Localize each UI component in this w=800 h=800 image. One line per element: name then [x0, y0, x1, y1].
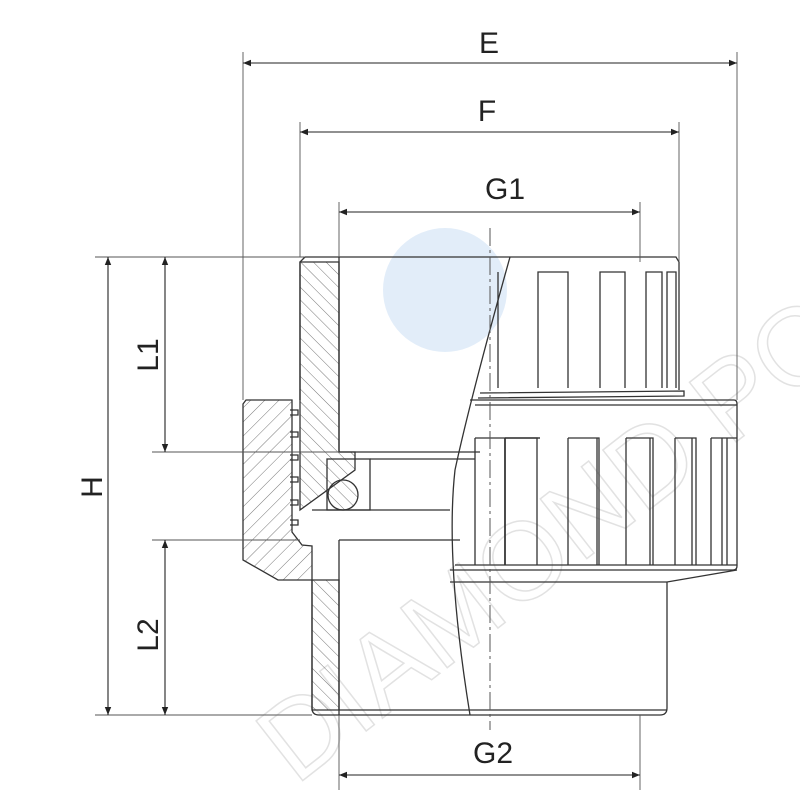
watermark-logo-circle — [383, 228, 507, 352]
label-L2: L2 — [132, 618, 165, 651]
label-L1: L1 — [132, 338, 165, 371]
o-ring — [327, 479, 359, 511]
dimension-lines — [104, 59, 737, 779]
fitting-outline — [242, 256, 738, 716]
label-H: H — [76, 476, 109, 498]
extension-lines — [95, 52, 738, 790]
break-line — [451, 256, 511, 716]
label-G2: G2 — [473, 737, 513, 770]
label-G1: G1 — [485, 173, 525, 206]
label-E: E — [479, 27, 499, 60]
label-F: F — [478, 95, 496, 128]
